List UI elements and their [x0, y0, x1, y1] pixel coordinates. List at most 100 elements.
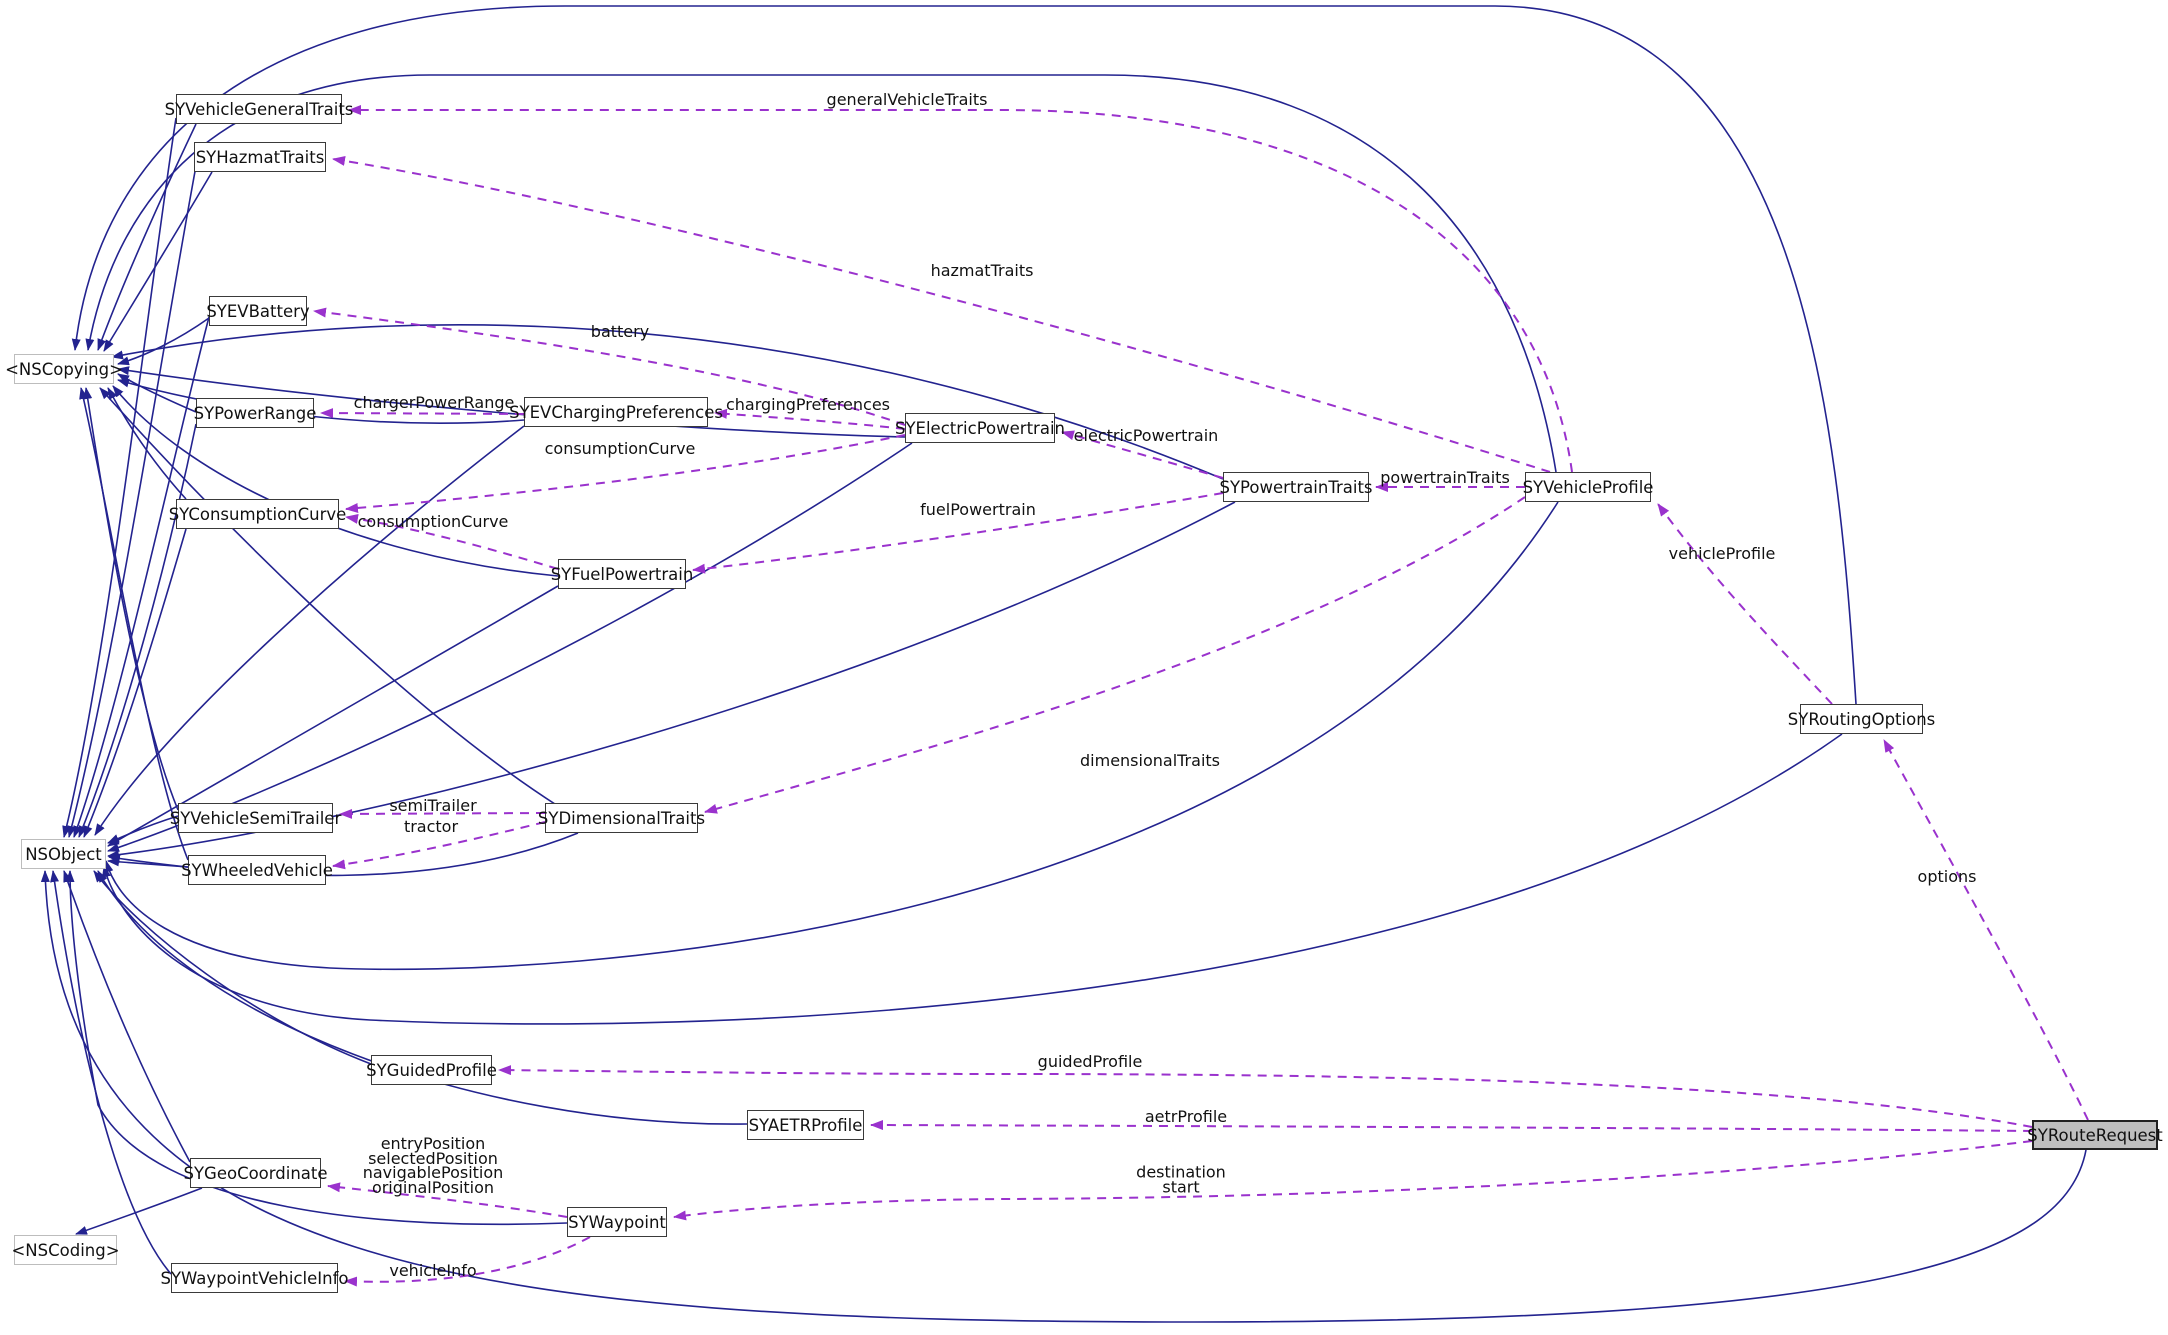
edge-label-consumption-curve-fuel: consumptionCurve: [357, 511, 509, 531]
edge-routingoptions-nsobject: [102, 733, 1843, 1025]
edge-label-charging-preferences: chargingPreferences: [725, 394, 891, 414]
edge-label-fuel-powertrain: fuelPowertrain: [920, 499, 1036, 519]
class-node-ev-charging-preferences[interactable]: SYEVChargingPreferences: [509, 397, 723, 427]
edge-consumptioncurve-nsobject: [83, 528, 187, 838]
inheritance-edges: [40, 5, 2087, 1323]
edge-label-line: entryPosition: [380, 1134, 486, 1153]
class-node-nscopying[interactable]: <NSCopying>: [5, 354, 123, 384]
class-node-vehicle-profile[interactable]: SYVehicleProfile: [1523, 472, 1653, 502]
edge-label-line: battery: [590, 321, 650, 341]
edge-label-line: chargingPreferences: [725, 394, 891, 414]
edge-label-line: start: [1162, 1177, 1200, 1196]
edge-label-consumption-curve-electric: consumptionCurve: [544, 438, 696, 458]
edge-electricpowertrain: [1061, 430, 1224, 479]
edge-battery: [313, 307, 906, 426]
class-node-ev-battery[interactable]: SYEVBattery: [206, 296, 310, 326]
class-node-dimensional-traits[interactable]: SYDimensionalTraits: [538, 803, 705, 833]
edge-label-line: vehicleInfo: [389, 1260, 477, 1280]
edge-label-line: aetrProfile: [1144, 1106, 1228, 1126]
edge-label-line: tractor: [403, 816, 459, 836]
edge-generalvehicletraits: [348, 105, 1573, 473]
edge-consumptioncurve-electric: [345, 434, 906, 513]
edge-evbattery-nscopying: [117, 317, 210, 366]
class-node-waypoint[interactable]: SYWaypoint: [567, 1207, 667, 1237]
edge-generaltraits-nsobject: [62, 117, 177, 838]
edge-label-line: selectedPosition: [368, 1148, 498, 1168]
edge-wheeledvehicle-nsobject: [107, 857, 189, 868]
edge-semitrailer-nsobject: [107, 815, 179, 844]
edge-wheeledvehicle-nscopying: [79, 387, 189, 861]
edge-routingoptions-nscopying: [71, 5, 1857, 705]
edge-geocoordinate-nsobject: [63, 870, 191, 1163]
edge-label-tractor: tractor: [403, 816, 459, 836]
edge-chargerpowerrange: [320, 408, 525, 419]
edge-label-battery: battery: [590, 321, 650, 341]
class-node-nscoding[interactable]: <NSCoding>: [11, 1235, 120, 1265]
edge-label-vehicle-profile: vehicleProfile: [1668, 543, 1776, 563]
edge-fuelpowertrain-nsobject: [107, 585, 559, 847]
edge-label-line: fuelPowertrain: [920, 499, 1036, 519]
edge-label-aetr-profile: aetrProfile: [1144, 1106, 1228, 1126]
edge-electricpowertrain-nscopying: [117, 366, 906, 438]
edge-label-line: generalVehicleTraits: [826, 89, 988, 109]
edge-label-line: consumptionCurve: [357, 511, 509, 531]
edge-chargingprefs-nsobject: [94, 425, 525, 836]
edge-vehicleprofile-nscopying: [85, 74, 1557, 473]
edge-label-hazmat-traits: hazmatTraits: [930, 260, 1034, 280]
edge-aetrprofile-nsobject: [97, 870, 748, 1125]
class-node-electric-powertrain[interactable]: SYElectricPowertrain: [895, 413, 1065, 443]
edge-label-powertrain-traits: powertrainTraits: [1380, 470, 1510, 486]
edge-waypoint-nsobject: [65, 870, 568, 1226]
edge-label-line: electricPowertrain: [1073, 425, 1219, 445]
edge-label-charger-power-range: chargerPowerRange: [354, 395, 515, 411]
edge-label-options: options: [1917, 866, 1977, 886]
edge-semitrailer-nscopying: [83, 387, 179, 811]
edge-consumptioncurve-nscopying: [107, 387, 187, 500]
edge-label-general-vehicle-traits: generalVehicleTraits: [826, 89, 988, 109]
edge-label-line: vehicleProfile: [1668, 543, 1776, 563]
class-node-vehicle-general-traits[interactable]: SYVehicleGeneralTraits: [165, 94, 353, 124]
edge-evbattery-nsobject: [73, 316, 210, 838]
edge-geocoordinate-nscoding: [75, 1187, 203, 1235]
edge-label-line: hazmatTraits: [930, 260, 1034, 280]
edge-aetrprofile: [870, 1120, 2033, 1132]
class-node-vehicle-semi-trailer[interactable]: SYVehicleSemiTrailer: [170, 803, 341, 833]
edge-label-line: dimensionalTraits: [1080, 750, 1220, 770]
edge-label-line: consumptionCurve: [544, 438, 696, 458]
edge-hazmat-nsobject: [67, 165, 197, 838]
edge-guidedprofile-nsobject: [93, 870, 372, 1065]
class-node-aetr-profile[interactable]: SYAETRProfile: [747, 1110, 864, 1140]
edge-label-semi-trailer: semiTrailer: [389, 798, 476, 814]
class-node-fuel-powertrain[interactable]: SYFuelPowertrain: [551, 559, 693, 589]
class-node-waypoint-vehicle-info[interactable]: SYWaypointVehicleInfo: [161, 1263, 349, 1293]
edge-routerequest-nsobject: [40, 870, 2087, 1323]
edge-guidedprofile: [498, 1065, 2033, 1128]
edge-dimensionaltraits: [704, 496, 1526, 814]
edge-semitrailer: [339, 808, 546, 819]
class-node-powertrain-traits[interactable]: SYPowertrainTraits: [1219, 472, 1373, 502]
edge-label-dimensional-traits: dimensionalTraits: [1080, 750, 1220, 770]
edge-label-line: guidedProfile: [1037, 1051, 1143, 1071]
class-node-wheeled-vehicle[interactable]: SYWheeledVehicle: [181, 855, 333, 885]
class-node-route-request[interactable]: SYRouteRequest: [2027, 1120, 2163, 1150]
class-node-guided-profile[interactable]: SYGuidedProfile: [366, 1055, 497, 1085]
class-node-geo-coordinate[interactable]: SYGeoCoordinate: [183, 1158, 328, 1188]
class-node-nsobject[interactable]: NSObject: [21, 839, 106, 869]
class-node-consumption-curve[interactable]: SYConsumptionCurve: [169, 499, 346, 529]
edge-vehicleprofile-nsobject: [104, 501, 1559, 971]
edge-waypointvehicleinfo-nsobject: [50, 870, 172, 1275]
edge-generaltraits-nscopying: [97, 123, 197, 351]
edge-label-electric-powertrain: electricPowertrain: [1073, 425, 1219, 445]
edge-powertraintraits-nsobject: [107, 501, 1236, 860]
edge-label-line: options: [1917, 866, 1977, 886]
class-node-hazmat-traits[interactable]: SYHazmatTraits: [194, 142, 326, 172]
edge-label-guided-profile: guidedProfile: [1037, 1051, 1143, 1071]
edge-chargingpreferences: [714, 408, 906, 430]
class-node-power-range[interactable]: SYPowerRange: [194, 398, 316, 428]
edge-options: [1883, 739, 2089, 1121]
usage-edges: [313, 105, 2089, 1287]
class-node-routing-options[interactable]: SYRoutingOptions: [1788, 704, 1935, 734]
